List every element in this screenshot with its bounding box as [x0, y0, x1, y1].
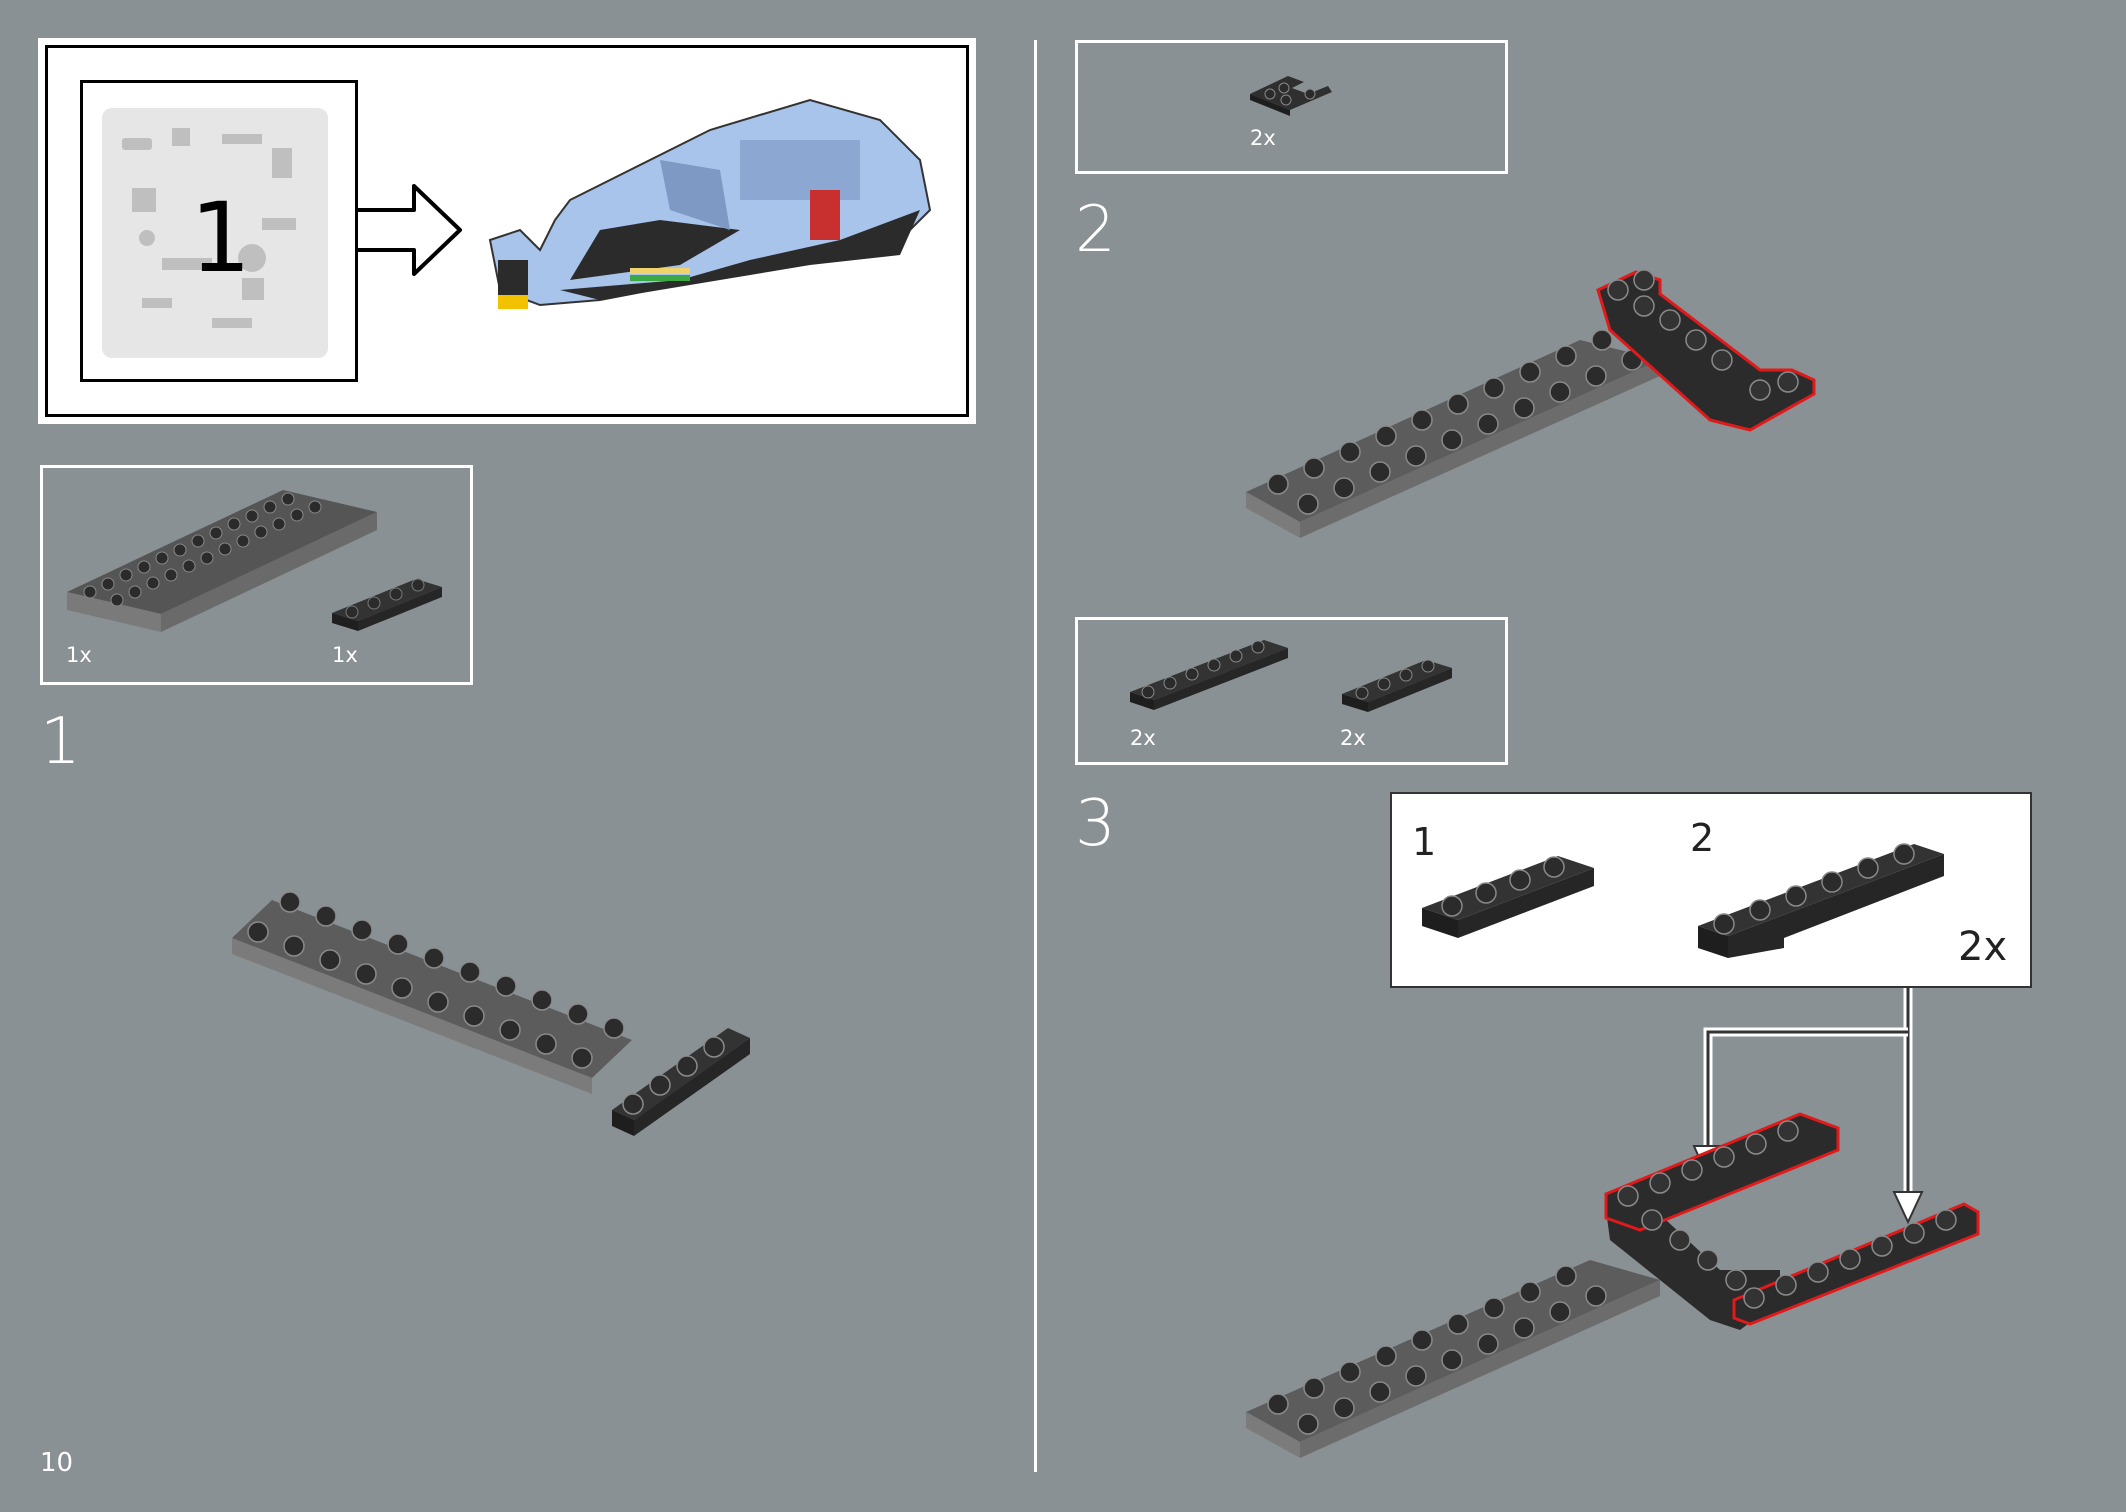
- bag-preview-inner-frame: [45, 45, 969, 417]
- part-qty: 2x: [1130, 726, 1156, 750]
- page-number: 10: [40, 1448, 74, 1478]
- parts-bag: [102, 108, 328, 358]
- page-divider: [1034, 40, 1037, 1472]
- step-number: 3: [1075, 787, 1116, 861]
- subassembly-1-image: [1422, 856, 1594, 938]
- step2-parts-callout: [1075, 40, 1508, 174]
- step3-assembly-image: [1246, 1112, 1980, 1458]
- step-number: 2: [1075, 193, 1116, 267]
- step1-assembly-image: [232, 891, 750, 1136]
- step-number: 1: [40, 705, 81, 779]
- plate-1x6-black: [1130, 640, 1288, 710]
- part-qty: 2x: [1250, 126, 1276, 150]
- arrow-down-icon: [1692, 988, 1924, 1225]
- finished-model-image: [488, 98, 932, 309]
- plate-1x4-black: [332, 578, 442, 631]
- step2-assembly-image: [1246, 269, 1816, 538]
- subassembly-qty: 2x: [1958, 924, 2008, 970]
- subassembly-2-image: [1698, 843, 1944, 958]
- subassembly-step-2: 2: [1690, 816, 1715, 860]
- part-qty: 2x: [1340, 726, 1366, 750]
- part-qty: 1x: [332, 643, 358, 667]
- plate-2x2-corner-black: [1250, 76, 1332, 116]
- part-qty: 1x: [66, 643, 92, 667]
- step1-parts-callout: [40, 465, 473, 685]
- plate-2x12-dark-grey: [67, 490, 377, 632]
- subassembly-step-1: 1: [1412, 820, 1437, 864]
- plate-1x4-black: [1342, 659, 1452, 712]
- step3-parts-callout: [1075, 617, 1508, 765]
- bag-parts-icon: [122, 128, 296, 328]
- arrow-right-icon: [358, 184, 462, 276]
- bag-number: 1: [190, 182, 252, 294]
